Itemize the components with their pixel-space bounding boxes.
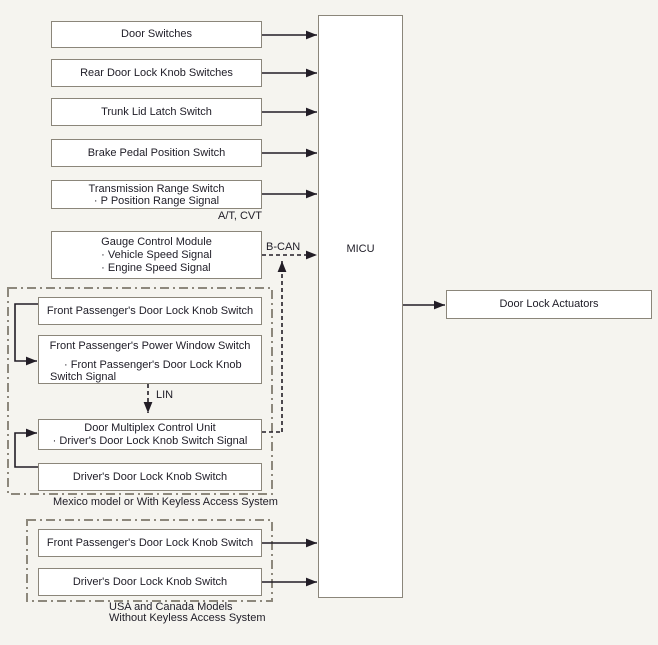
- box-door-lock-actuators: Door Lock Actuators: [446, 290, 652, 319]
- fp-door-lock-knob-switch-signal-line1: · Front Passenger's Door Lock Knob: [64, 359, 242, 371]
- connector-fp-knob-to-power-window-switch: [14, 303, 38, 366]
- box-brake-pedal-position-switch-label: Brake Pedal Position Switch: [87, 146, 226, 159]
- box-driver-door-lock-knob-switch-usa: Driver's Door Lock Knob Switch: [38, 568, 262, 596]
- group2-caption-line1: USA and Canada Models: [109, 601, 233, 613]
- box-door-multiplex-control-unit: Door Multiplex Control Unit · Driver's D…: [38, 419, 262, 450]
- box-front-passenger-door-lock-knob-switch-mexico-label: Front Passenger's Door Lock Knob Switch: [46, 304, 254, 317]
- box-brake-pedal-position-switch: Brake Pedal Position Switch: [51, 139, 262, 167]
- box-transmission-range-switch: Transmission Range Switch · P Position R…: [51, 180, 262, 209]
- box-driver-door-lock-knob-switch-mexico-label: Driver's Door Lock Knob Switch: [72, 470, 228, 483]
- box-trunk-lid-latch-switch-label: Trunk Lid Latch Switch: [101, 105, 212, 118]
- b-can-bus-label: B-CAN: [266, 241, 301, 253]
- box-front-passenger-power-window-switch: Front Passenger's Power Window Switch · …: [38, 335, 262, 384]
- box-door-switches-label: Door Switches: [121, 28, 192, 40]
- connector-driver-knob-to-door-multiplex: [14, 428, 38, 468]
- lin-bus-label: LIN: [156, 389, 174, 401]
- gauge-engine-speed-signal: · Engine Speed Signal: [101, 261, 211, 274]
- box-front-passenger-door-lock-knob-switch-usa-label: Front Passenger's Door Lock Knob Switch: [46, 536, 254, 549]
- driver-door-lock-knob-switch-signal: · Driver's Door Lock Knob Switch Signal: [52, 434, 248, 447]
- group1-caption: Mexico model or With Keyless Access Syst…: [53, 496, 278, 508]
- box-door-multiplex-control-unit-title: Door Multiplex Control Unit: [84, 421, 216, 434]
- group2-caption-line2: Without Keyless Access System: [109, 612, 266, 624]
- box-micu-label: MICU: [346, 243, 375, 255]
- box-rear-door-lock-knob-switches-label: Rear Door Lock Knob Switches: [80, 66, 233, 79]
- box-door-switches: Door Switches: [51, 21, 262, 48]
- box-trunk-lid-latch-switch: Trunk Lid Latch Switch: [51, 98, 262, 126]
- fp-door-lock-knob-switch-signal-line2: Switch Signal: [50, 371, 117, 383]
- box-front-passenger-door-lock-knob-switch-mexico: Front Passenger's Door Lock Knob Switch: [38, 297, 262, 325]
- box-transmission-range-switch-signal: · P Position Range Signal: [93, 194, 220, 207]
- box-transmission-range-switch-title: Transmission Range Switch: [88, 182, 225, 195]
- at-cvt-note: A/T, CVT: [217, 210, 262, 222]
- box-door-lock-actuators-label: Door Lock Actuators: [499, 298, 599, 310]
- box-micu: MICU: [318, 15, 403, 598]
- box-front-passenger-power-window-switch-title: Front Passenger's Power Window Switch: [49, 340, 251, 352]
- box-front-passenger-door-lock-knob-switch-usa: Front Passenger's Door Lock Knob Switch: [38, 529, 262, 557]
- box-driver-door-lock-knob-switch-mexico: Driver's Door Lock Knob Switch: [38, 463, 262, 491]
- box-gauge-control-module-title: Gauge Control Module: [101, 235, 212, 248]
- box-gauge-control-module: Gauge Control Module · Vehicle Speed Sig…: [51, 231, 262, 279]
- box-driver-door-lock-knob-switch-usa-label: Driver's Door Lock Knob Switch: [72, 575, 228, 588]
- box-gauge-control-module-signals: · Vehicle Speed Signal · Engine Speed Si…: [52, 249, 261, 275]
- gauge-vehicle-speed-signal: · Vehicle Speed Signal: [101, 248, 212, 261]
- group2-caption: USA and Canada Models Without Keyless Ac…: [109, 602, 266, 624]
- box-rear-door-lock-knob-switches: Rear Door Lock Knob Switches: [51, 59, 262, 87]
